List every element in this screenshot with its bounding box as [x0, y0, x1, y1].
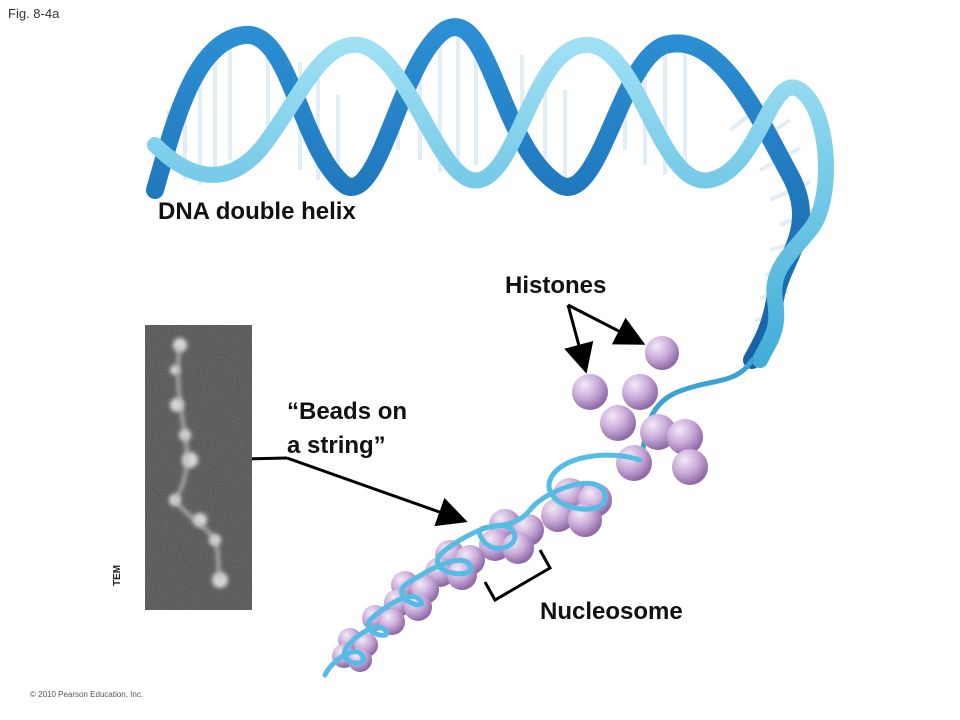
dna-strand-dark: [146, 18, 810, 369]
dna-double-helix-label: DNA double helix: [158, 198, 356, 225]
wrapping-dna: [322, 452, 643, 678]
nucleosome-bracket: [483, 549, 553, 603]
beads-label-line2: a string”: [287, 432, 386, 459]
tem-label: TEM: [112, 564, 123, 586]
dna-strand-light: [147, 36, 834, 368]
histones-label: Histones: [505, 272, 607, 299]
dna-double-helix: [146, 18, 834, 463]
histones-arrows: [564, 303, 646, 374]
beads-label-line1: “Beads on: [287, 398, 408, 425]
tem-micrograph: [145, 325, 252, 610]
free-histones: [572, 336, 708, 485]
nucleosome-fiber: [322, 452, 643, 678]
copyright-notice: © 2010 Pearson Education, Inc.: [30, 690, 144, 699]
figure-label: Fig. 8-4a: [8, 6, 60, 21]
beads-on-a-string-label: “Beads on a string”: [287, 395, 407, 463]
nucleosome-label: Nucleosome: [540, 598, 683, 625]
